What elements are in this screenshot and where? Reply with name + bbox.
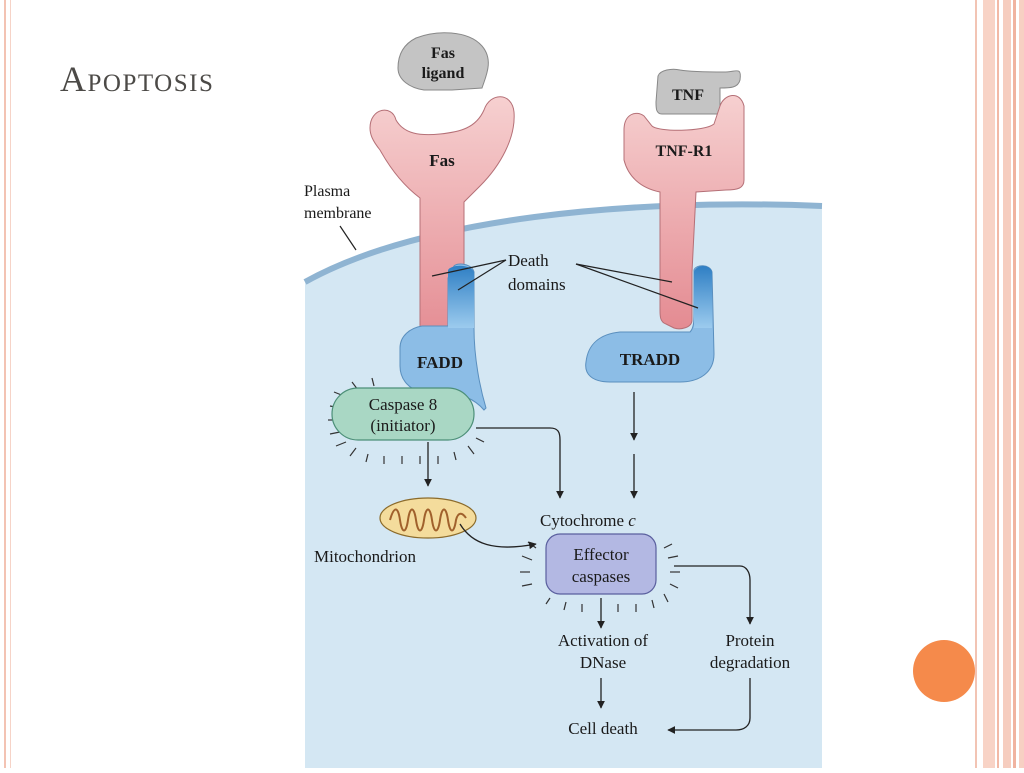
caspase8-label: Caspase 8 xyxy=(369,395,437,414)
death-domains-label: Death xyxy=(508,251,549,270)
effector-caspases-box xyxy=(545,533,657,595)
plasma-membrane-pointer xyxy=(339,225,357,251)
left-border-decoration xyxy=(0,0,22,768)
apoptosis-diagram: Fas ligand Fas TNF TNF-R1 FADD TRADD Pla… xyxy=(303,32,823,768)
protein-degradation-label: Protein xyxy=(725,631,775,650)
activation-dnase-label: Activation of xyxy=(558,631,649,650)
slide-title: Apoptosis xyxy=(60,59,215,99)
left-border-line xyxy=(4,0,6,768)
effector-caspases-label: Effector xyxy=(573,545,629,564)
tnf-r1-label: TNF-R1 xyxy=(656,143,713,160)
arrow-caspase8-to-cytochrome xyxy=(476,427,564,499)
tnf-r1-receptor xyxy=(623,95,745,330)
death-domain-pointer xyxy=(575,263,699,309)
fas-label: Fas xyxy=(429,151,455,170)
arrow-mitochondrion-to-effector xyxy=(459,523,537,550)
plasma-membrane-label: Plasma xyxy=(304,183,350,200)
death-domain-pointer xyxy=(457,259,507,291)
effector-caspases-label: caspases xyxy=(572,567,631,586)
accent-circle xyxy=(913,640,975,702)
arrow-effector-to-protein xyxy=(674,565,754,625)
death-domains-label: domains xyxy=(508,275,566,294)
activation-dnase-label: DNase xyxy=(580,653,626,672)
right-border-decoration xyxy=(975,0,1024,768)
pathway-arrows xyxy=(424,392,754,734)
tradd-label: TRADD xyxy=(620,350,680,369)
arrow-protein-to-cell-death xyxy=(667,678,751,734)
mitochondrion-shape xyxy=(379,497,477,539)
mitochondrion-label: Mitochondrion xyxy=(314,547,416,566)
cell-death-label: Cell death xyxy=(568,719,638,738)
tradd-death-domain xyxy=(694,266,712,328)
fas-ligand-label: Fas xyxy=(431,45,455,62)
fas-receptor xyxy=(369,96,515,345)
fadd-death-domain xyxy=(448,265,474,328)
caspase8-box xyxy=(331,387,475,441)
plasma-membrane xyxy=(303,201,823,285)
fadd-label: FADD xyxy=(417,353,463,372)
left-border-line xyxy=(10,0,11,768)
tnf-label: TNF xyxy=(672,87,704,104)
death-domain-pointer xyxy=(575,263,673,283)
fas-ligand-shape xyxy=(397,32,489,91)
fas-ligand-label: ligand xyxy=(422,65,465,82)
plasma-membrane-label: membrane xyxy=(304,205,372,222)
protein-degradation-label: degradation xyxy=(710,653,791,672)
caspase8-label: (initiator) xyxy=(370,416,435,435)
cytochrome-c-label: Cytochrome c xyxy=(540,511,636,530)
tnf-ligand-shape xyxy=(655,68,741,115)
death-domain-pointer xyxy=(431,259,507,277)
